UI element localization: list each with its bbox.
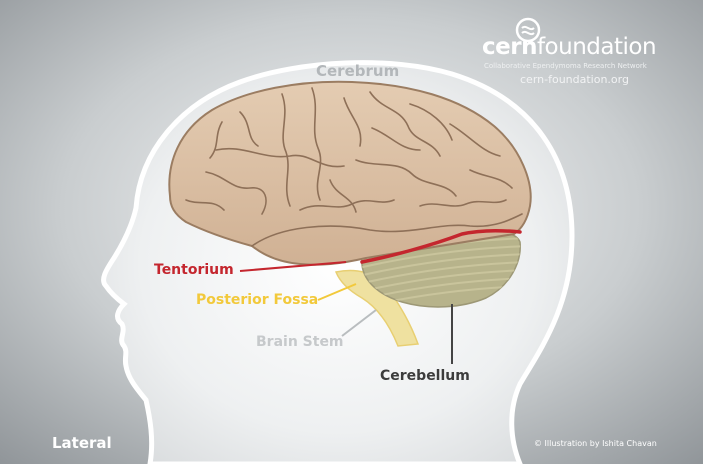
cerebrum-label: Cerebrum [316, 62, 399, 80]
posterior-fossa-label: Posterior Fossa [196, 292, 318, 308]
logo-tagline: Collaborative Ependymoma Research Networ… [484, 62, 647, 70]
tentorium-label: Tentorium [154, 262, 234, 278]
logo-wordmark: cernfoundation [482, 34, 656, 60]
cerebellum-label: Cerebellum [380, 368, 470, 384]
illustration-credit: © Illustration by Ishita Chavan [534, 439, 657, 448]
view-label: Lateral [52, 434, 112, 452]
logo-wordmark-light: foundation [537, 34, 656, 60]
brain-stem-label: Brain Stem [256, 334, 344, 350]
logo-wordmark-bold: cern [482, 34, 537, 60]
website-url: cern-foundation.org [520, 73, 629, 86]
